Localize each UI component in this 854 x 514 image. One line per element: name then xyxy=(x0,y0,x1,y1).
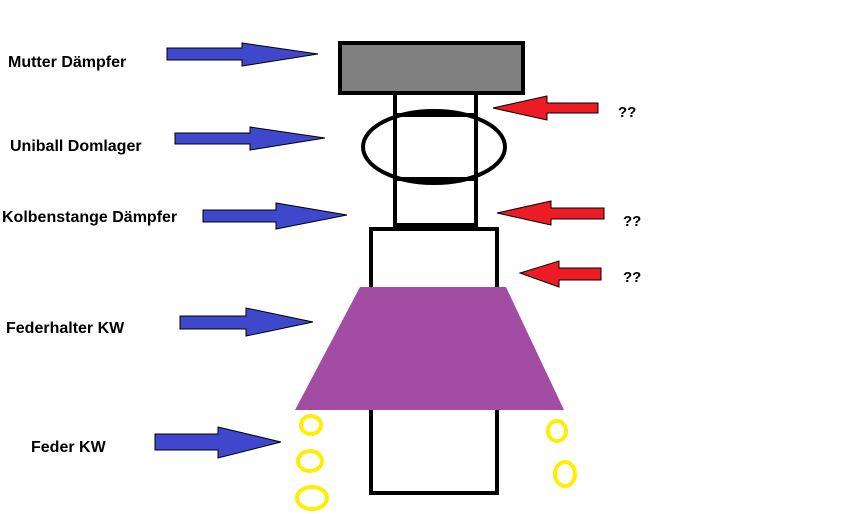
spring-coil-3 xyxy=(295,485,329,511)
damper-nut xyxy=(338,41,525,95)
spring-coil-5 xyxy=(553,460,577,488)
arrow-left-icon xyxy=(492,95,599,121)
label-federhalter-kw: Federhalter KW xyxy=(6,320,125,337)
arrow-right-icon xyxy=(166,42,319,67)
arrow-left-icon xyxy=(518,260,602,288)
question-mark-2: ?? xyxy=(623,213,641,230)
arrow-left-icon xyxy=(496,200,605,226)
arrow-right-icon xyxy=(174,126,326,151)
arrow-right-icon xyxy=(202,202,348,230)
label-uniball-domlager: Uniball Domlager xyxy=(10,138,142,155)
spring-coil-1 xyxy=(299,414,323,436)
label-feder-kw: Feder KW xyxy=(31,439,107,456)
spring-coils xyxy=(295,414,577,511)
spring-coil-2 xyxy=(296,449,324,473)
uniball-mount xyxy=(361,109,507,185)
label-mutter-daempfer: Mutter Dämpfer xyxy=(8,54,126,71)
spring-coil-4 xyxy=(546,419,568,443)
question-mark-3: ?? xyxy=(623,269,641,286)
label-kolbenstange-daempfer: Kolbenstange Dämpfer xyxy=(2,209,177,226)
question-mark-1: ?? xyxy=(618,104,636,121)
arrow-right-icon xyxy=(154,426,282,459)
spring-seat xyxy=(295,287,564,410)
arrow-right-icon xyxy=(179,307,314,337)
